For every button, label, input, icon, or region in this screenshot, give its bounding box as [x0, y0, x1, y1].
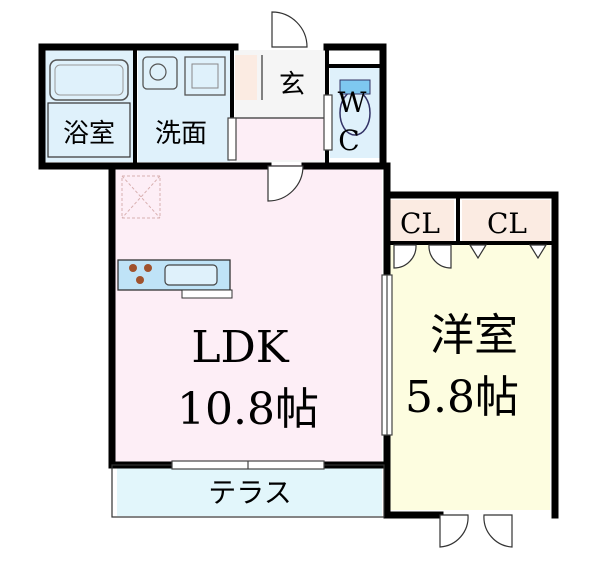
room-labels: 浴室 洗面 玄 W C CL CL LDK 10.8帖 洋室 5.8帖 テラス: [63, 70, 527, 509]
wc-label-c: C: [338, 124, 359, 157]
ldk-door-icon: [267, 165, 304, 202]
washer-icon: [184, 56, 226, 96]
wc-label-w: W: [338, 86, 367, 119]
ldk-size-label: 10.8帖: [177, 384, 319, 435]
sink-bowl-icon: [149, 63, 167, 81]
kitchen-counter-edge: [181, 289, 233, 299]
closet-right-label: CL: [487, 207, 527, 240]
front-door-icon: [271, 11, 308, 48]
western-door-right-icon: [483, 514, 513, 548]
kitchen-sink-icon: [164, 264, 218, 286]
western-door-left-icon: [439, 514, 469, 548]
wet-area-outline: [47, 102, 131, 158]
closet-right-floor: [462, 200, 550, 242]
bathtub-icon: [49, 59, 129, 101]
terrace-label: テラス: [208, 476, 291, 509]
closet-left-floor: [390, 200, 454, 242]
stove-burner-icon: [136, 276, 144, 284]
closet-left-door-b: [428, 244, 452, 269]
bath-label: 浴室: [63, 119, 115, 149]
bathtub-inner-icon: [54, 64, 124, 96]
closet-right-door-b: [528, 244, 548, 260]
western-floor: [390, 245, 550, 510]
western-size-label: 5.8帖: [405, 372, 519, 423]
stove-burner-icon: [129, 264, 137, 272]
closet-left-door-a: [393, 244, 417, 269]
wc-door: [323, 94, 333, 151]
stove-burner-icon: [144, 264, 152, 272]
hall-floor: [232, 118, 324, 160]
washer-inner-icon: [191, 63, 219, 89]
openings: [171, 94, 393, 470]
terrace-floor: [117, 468, 382, 516]
ldk-name-label: LDK: [191, 322, 289, 373]
western-name-label: 洋室: [430, 310, 518, 361]
closet-left-label: CL: [400, 207, 440, 240]
closet-right-door-a: [468, 244, 488, 260]
toilet-tank-icon: [339, 79, 371, 95]
door-swings: [267, 11, 548, 548]
fixtures: [49, 56, 371, 299]
washroom-label: 洗面: [155, 119, 207, 149]
refrigerator-cross-b: [121, 175, 161, 219]
sink-icon: [142, 56, 178, 90]
entrance-label: 玄: [279, 70, 305, 100]
refrigerator-cross-a: [121, 175, 161, 219]
washroom-door: [227, 117, 237, 161]
entrance-mat: [235, 55, 257, 100]
